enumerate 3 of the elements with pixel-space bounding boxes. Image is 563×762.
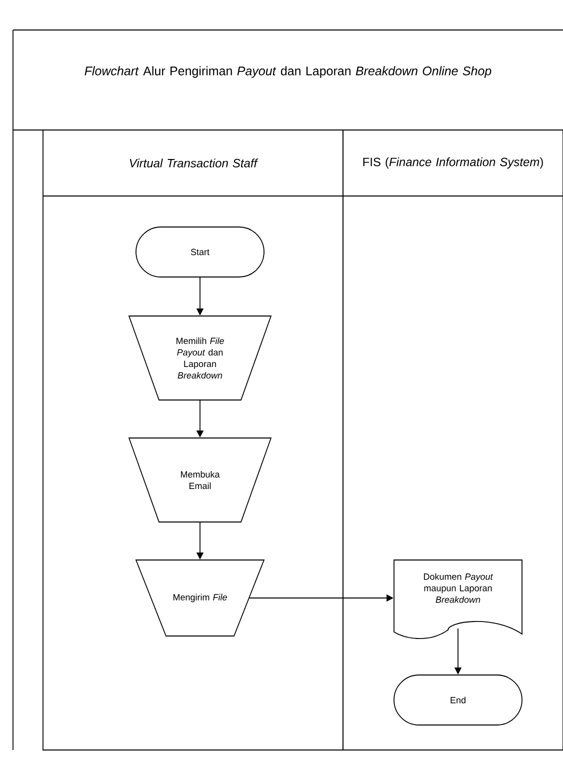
title: Flowchart Alur Pengiriman Payout dan Laporan Breakdown Online Shop [84, 66, 492, 78]
terminal-box: End [394, 674, 522, 726]
terminal-box: Start [136, 226, 264, 278]
